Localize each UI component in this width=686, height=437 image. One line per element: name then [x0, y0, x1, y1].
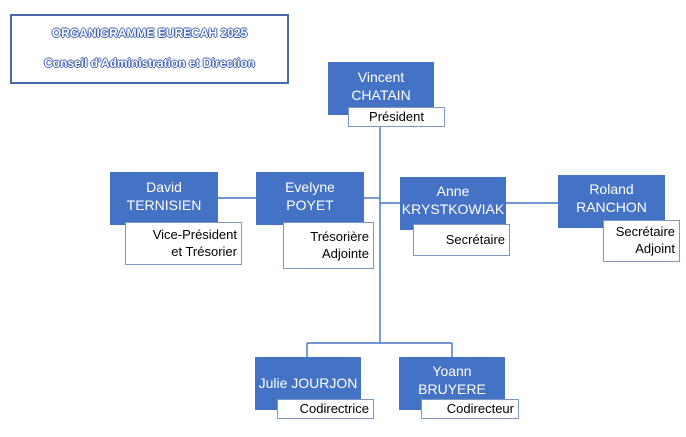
role-chatain: Président: [348, 107, 445, 127]
role-line: Adjointe: [322, 246, 369, 261]
role-jourjon: Codirectrice: [277, 399, 374, 419]
role-line: Président: [369, 109, 424, 124]
role-krystkowiak: Secrétaire: [413, 224, 510, 256]
role-line: et Trésorier: [171, 244, 237, 259]
node-ranchon: Roland RANCHON: [558, 175, 665, 228]
node-last-name: CHATAIN: [351, 87, 411, 103]
node-first-name: Anne: [436, 183, 470, 199]
node-full-name: Julie JOURJON: [255, 374, 361, 392]
role-line: Secrétaire: [615, 224, 675, 239]
node-first-name: Vincent: [357, 69, 405, 85]
title-line-1: ORGANIGRAMME EURECAH 2025: [51, 26, 248, 40]
node-ternisien: David TERNISIEN: [110, 172, 218, 225]
title-box: ORGANIGRAMME EURECAH 2025 Conseil d'Admi…: [10, 14, 289, 84]
node-first-name: Yoann: [432, 363, 472, 379]
role-ranchon: Secrétaire Adjoint: [603, 220, 680, 262]
role-line: Vice-Président: [152, 227, 237, 242]
node-chatain: Vincent CHATAIN: [328, 62, 434, 115]
node-last-name: RANCHON: [576, 199, 647, 215]
node-last-name: TERNISIEN: [126, 197, 202, 213]
node-last-name: KRYSTKOWIAK: [401, 201, 505, 217]
role-line: Codirecteur: [446, 401, 514, 416]
node-first-name: Julie: [258, 375, 288, 391]
role-line: Codirectrice: [299, 401, 369, 416]
role-line: Adjoint: [635, 241, 675, 256]
role-line: Trésorière: [310, 229, 369, 244]
node-first-name: Evelyne: [285, 179, 335, 195]
node-krystkowiak: Anne KRYSTKOWIAK: [400, 177, 506, 230]
role-line: Secrétaire: [445, 232, 505, 247]
role-bruyere: Codirecteur: [421, 399, 519, 419]
node-first-name: Roland: [589, 181, 634, 197]
role-ternisien: Vice-Président et Trésorier: [125, 222, 242, 265]
role-poyet: Trésorière Adjointe: [283, 222, 374, 269]
node-last-name: JOURJON: [291, 375, 358, 391]
node-poyet: Evelyne POYET: [256, 172, 364, 225]
node-first-name: David: [146, 179, 182, 195]
node-last-name: POYET: [286, 197, 334, 213]
node-last-name: BRUYERE: [418, 381, 486, 397]
title-line-2: Conseil d'Administration et Direction: [44, 56, 255, 70]
